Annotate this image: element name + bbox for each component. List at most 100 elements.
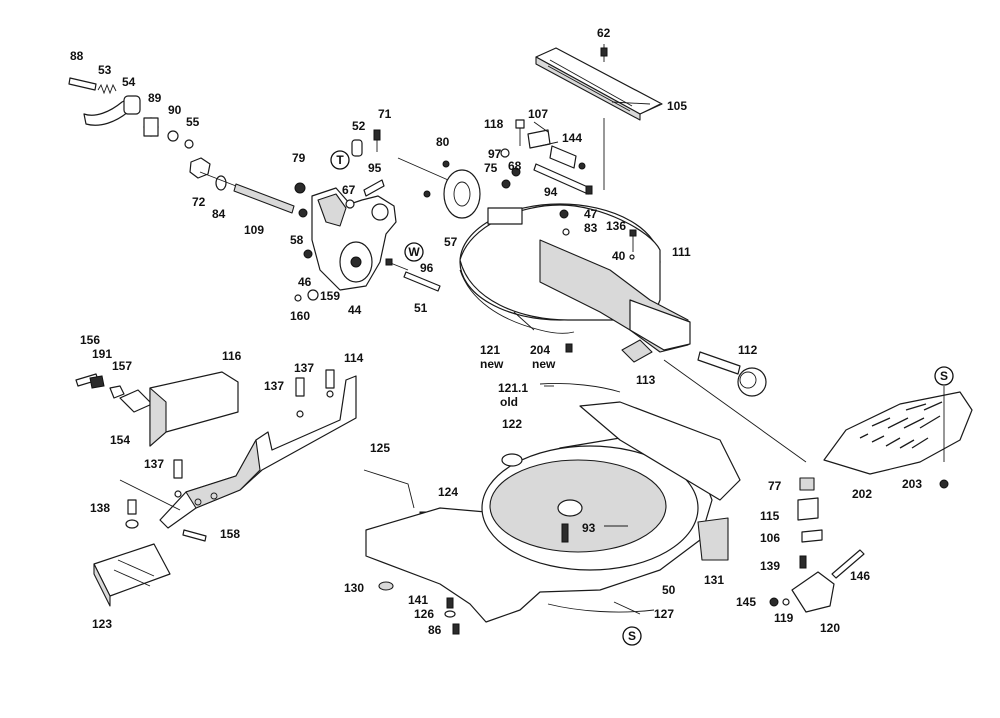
part-79-nut: [294, 182, 306, 194]
label-84: 84: [212, 207, 226, 221]
part-158-pin: [182, 529, 207, 542]
label-67: 67: [342, 183, 356, 197]
part-40-ring: [629, 254, 635, 260]
label-62: 62: [597, 26, 611, 40]
label-58: 58: [290, 233, 304, 247]
label-96: 96: [420, 261, 434, 275]
label-127: 127: [654, 607, 674, 621]
part-130-foot: [378, 581, 394, 591]
part-154-bracket: [119, 389, 153, 413]
part-44-pivot-bracket: [311, 187, 397, 291]
label-136: 136: [606, 219, 626, 233]
part-72-nut: [189, 157, 211, 179]
label-113: 113: [636, 373, 656, 387]
part-62-screw: [600, 44, 608, 62]
label-112: 112: [738, 343, 758, 357]
part-90-washer: [167, 130, 179, 142]
label-97: 97: [488, 147, 502, 161]
part-80-screw: [442, 160, 450, 168]
part-109-rod: [199, 171, 295, 214]
part-113-pad: [621, 339, 653, 363]
part-89-sleeve: [143, 117, 159, 137]
label-115: 115: [760, 509, 780, 523]
part-203-screw: [939, 479, 949, 489]
part-121-band: [459, 269, 575, 334]
label-121: 121: [480, 343, 500, 357]
part-191-clip: [89, 375, 105, 389]
part-88-screw: [68, 77, 97, 91]
label-89: 89: [148, 91, 162, 105]
part-55-ring: [184, 139, 194, 149]
part-115-bracket: [797, 497, 819, 521]
label-126: 126: [414, 607, 434, 621]
part-157-nut: [109, 385, 125, 399]
label-54: 54: [122, 75, 136, 89]
part-77-cap: [799, 477, 815, 491]
label-47: 47: [584, 207, 598, 221]
label-40: 40: [612, 249, 626, 263]
label-106: 106: [760, 531, 780, 545]
label-154: 154: [110, 433, 130, 447]
label-72: 72: [192, 195, 206, 209]
part-95-pin: [363, 179, 385, 197]
part-125-wrench: [363, 469, 415, 509]
part-47-nut: [559, 209, 569, 219]
part-107-bracket: [527, 129, 551, 149]
label-121-new: new: [480, 357, 504, 371]
label-122: 122: [502, 417, 522, 431]
part-86-screw: [452, 623, 460, 635]
label-119: 119: [774, 611, 794, 625]
label-94: 94: [544, 185, 558, 199]
part-116-fence: [149, 371, 239, 447]
label-68: 68: [508, 159, 522, 173]
part-106-clip: [801, 529, 823, 543]
part-75-screw: [501, 179, 511, 189]
label-116: 116: [222, 349, 242, 363]
part-58-nut: [298, 208, 308, 218]
part-146-screw: [831, 549, 865, 579]
part-121.1-band-old: [539, 383, 621, 393]
part-123-clamp: [93, 543, 171, 607]
part-137a-screw: [295, 377, 305, 418]
part-139-screw: [799, 555, 807, 569]
part-141-screw: [446, 597, 454, 609]
part-94-screw: [533, 163, 593, 195]
part-51-pin: [403, 271, 441, 292]
part-138-screw: [125, 499, 139, 529]
part-53-spring: [97, 83, 117, 95]
label-204-new: new: [532, 357, 556, 371]
label-88: 88: [70, 49, 84, 63]
part-96-pin: [385, 258, 409, 271]
part-137c-screw: [173, 459, 183, 498]
label-79: 79: [292, 151, 306, 165]
part-93-screw: [561, 523, 569, 543]
label-51: 51: [414, 301, 428, 315]
label-105: 105: [667, 99, 687, 113]
part-118-screw: [515, 119, 525, 146]
marker-s-top: S: [934, 366, 954, 386]
label-121.1-old: old: [500, 395, 518, 409]
part-84-washer: [215, 175, 227, 191]
part-46-screw: [303, 249, 313, 259]
label-50: 50: [662, 583, 676, 597]
label-158: 158: [220, 527, 240, 541]
part-127-scale: [547, 603, 655, 613]
part-97-nut: [500, 148, 510, 158]
label-121.1: 121.1: [498, 381, 528, 395]
label-77: 77: [768, 479, 782, 493]
label-141: 141: [408, 593, 428, 607]
part-122-washer: [501, 453, 523, 467]
label-109: 109: [244, 223, 264, 237]
label-86: 86: [428, 623, 442, 637]
part-71-screw: [373, 129, 381, 152]
part-160-ring: [294, 294, 302, 302]
label-114: 114: [344, 351, 364, 365]
part-159-ring: [307, 289, 319, 301]
label-130: 130: [344, 581, 364, 595]
svg-text:S: S: [628, 629, 636, 643]
part-83-washer: [562, 228, 570, 236]
label-191: 191: [92, 347, 112, 361]
label-146: 146: [850, 569, 870, 583]
label-53: 53: [98, 63, 112, 77]
